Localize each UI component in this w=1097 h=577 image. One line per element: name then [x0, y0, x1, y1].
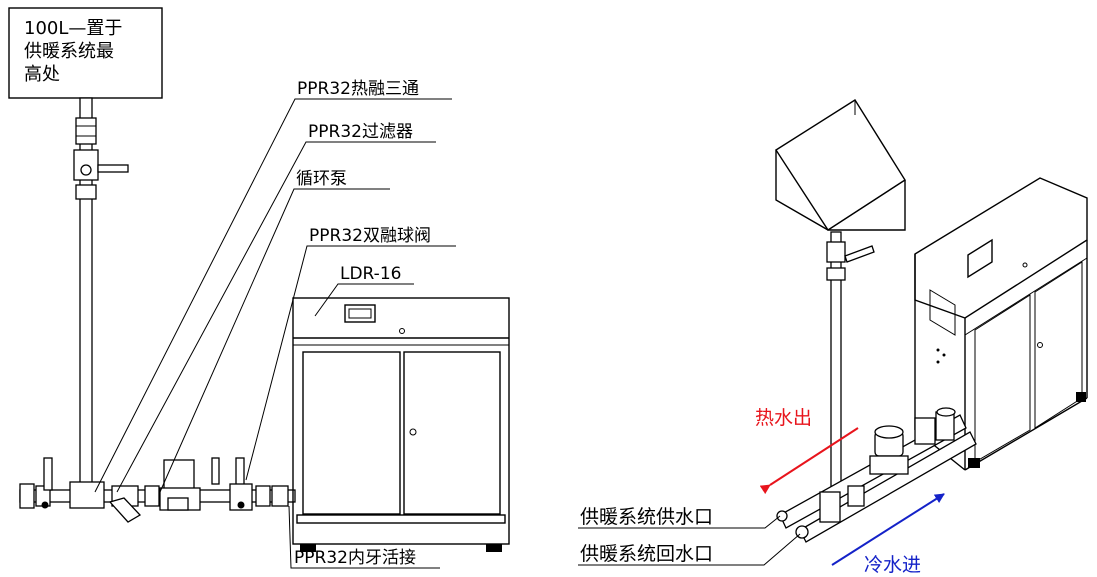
label-hot-out: 热水出: [755, 407, 812, 429]
expansion-tank-3d: [775, 99, 906, 231]
tank-note-line-1: 100L—置于: [24, 18, 122, 39]
tank-note-line-3: 高处: [24, 64, 60, 85]
horizontal-pipe: [19, 457, 296, 523]
label-ball-valve: PPR32双融球阀: [309, 226, 431, 246]
circulation-pump: [159, 459, 201, 511]
label-supply-port: 供暖系统供水口: [580, 506, 713, 528]
right-isometric-view: 热水出 冷水进 供暖系统供水口 供暖系统回水口: [578, 99, 1088, 576]
pump-cluster-3d: [776, 407, 977, 543]
label-cold-in: 冷水进: [864, 554, 921, 576]
left-front-view: 100L—置于 供暖系统最 高处: [8, 7, 510, 569]
label-filter: PPR32过滤器: [308, 122, 413, 142]
riser-pipe: [73, 97, 129, 487]
expansion-tank-box: 100L—置于 供暖系统最 高处: [8, 7, 163, 99]
label-model: LDR-16: [340, 264, 401, 284]
cold-in-arrow: [831, 493, 945, 566]
heater-cabinet-front: [292, 297, 510, 552]
riser-pipe-3d: [826, 231, 875, 493]
label-return-port: 供暖系统回水口: [580, 543, 713, 565]
tank-note-line-2: 供暖系统最: [24, 41, 114, 62]
label-pump: 循环泵: [296, 169, 347, 189]
hot-out-arrow: [759, 427, 859, 495]
label-tee: PPR32热融三通: [297, 79, 419, 99]
label-union: PPR32内牙活接: [294, 548, 416, 568]
leader-lines: [94, 98, 456, 569]
